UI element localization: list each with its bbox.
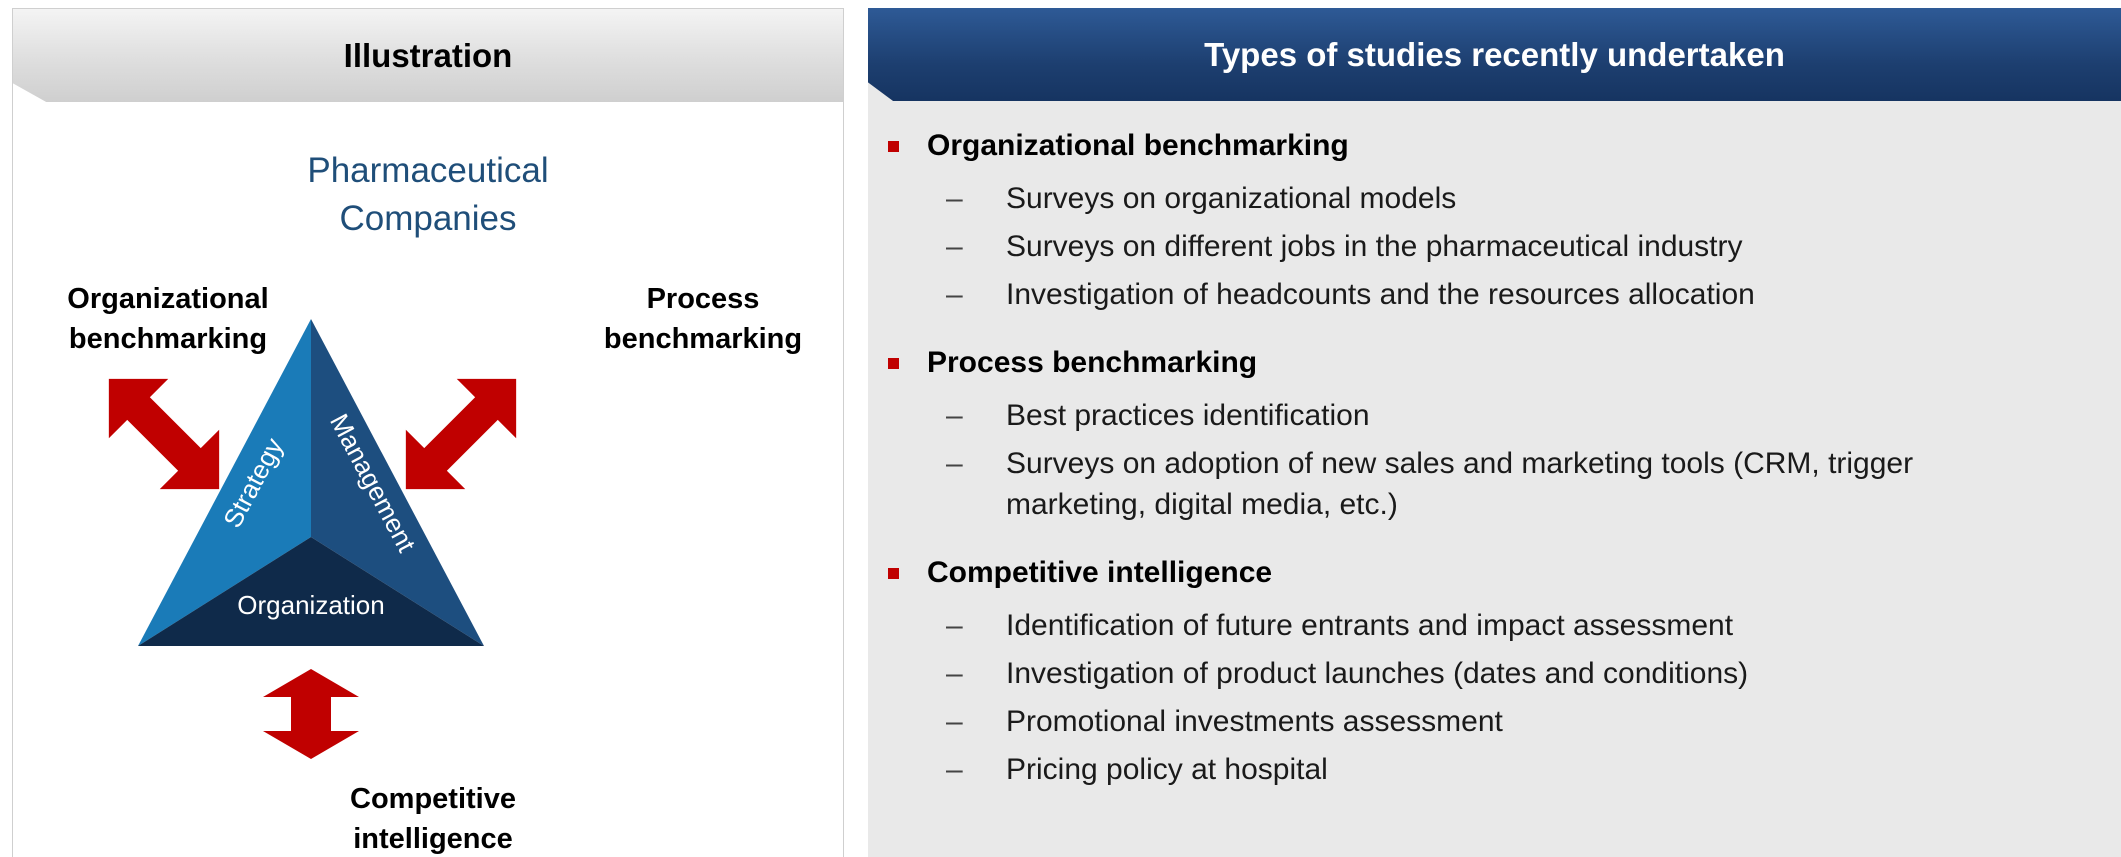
- section-title-text: Process benchmarking: [927, 346, 1258, 379]
- illustration-header: Illustration: [13, 9, 843, 102]
- section-competitive-intelligence: Competitive intelligence – Identificatio…: [888, 547, 2108, 790]
- list-item: – Surveys on different jobs in the pharm…: [888, 226, 2108, 267]
- comp-label-line-2: intelligence: [353, 823, 513, 855]
- dash-bullet-icon: –: [946, 278, 963, 311]
- dash-bullet-icon: –: [946, 399, 963, 432]
- list-item-text: Best practices identification: [1006, 399, 1370, 432]
- dash-bullet-icon: –: [946, 753, 963, 786]
- process-benchmarking-label: Process benchmarking: [588, 279, 818, 359]
- section-title: Process benchmarking: [888, 337, 2108, 389]
- studies-title: Types of studies recently undertaken: [1204, 35, 1785, 73]
- organizational-benchmarking-label: Organizational benchmarking: [53, 279, 283, 359]
- studies-list: Organizational benchmarking – Surveys on…: [888, 120, 2108, 812]
- section-process-benchmarking: Process benchmarking – Best practices id…: [888, 337, 2108, 525]
- list-item-text: Surveys on organizational models: [1006, 182, 1457, 215]
- list-item-text: Pricing policy at hospital: [1006, 753, 1328, 786]
- section-organizational-benchmarking: Organizational benchmarking – Surveys on…: [888, 120, 2108, 315]
- illustration-panel: Illustration Pharmaceutical Companies St…: [12, 8, 844, 857]
- dash-bullet-icon: –: [946, 705, 963, 738]
- list-item: – Promotional investments assessment: [888, 701, 2108, 742]
- org-label-line-1: Organizational: [67, 283, 269, 315]
- square-bullet-icon: [888, 567, 899, 579]
- list-item: – Investigation of headcounts and the re…: [888, 274, 2108, 315]
- triangle-organization-face: [138, 537, 484, 646]
- list-item: – Pricing policy at hospital: [888, 749, 2108, 790]
- section-title-text: Competitive intelligence: [927, 556, 1273, 589]
- dash-bullet-icon: –: [946, 609, 963, 642]
- benchmarking-diagram: Strategy Management Organization: [108, 319, 517, 759]
- company-line-1: Pharmaceutical: [307, 151, 549, 190]
- list-item-text: Investigation of product launches (dates…: [1006, 657, 1749, 690]
- list-item: – Investigation of product launches (dat…: [888, 653, 2108, 694]
- process-double-arrow: [405, 378, 517, 490]
- proc-label-line-1: Process: [646, 283, 760, 315]
- section-title-text: Organizational benchmarking: [927, 129, 1349, 162]
- list-item: – Surveys on adoption of new sales and m…: [888, 443, 2108, 525]
- dash-bullet-icon: –: [946, 447, 963, 480]
- section-title: Organizational benchmarking: [888, 120, 2108, 172]
- list-item-text: Surveys on different jobs in the pharmac…: [1006, 230, 1743, 263]
- organizational-double-arrow: [108, 378, 220, 490]
- list-item-text: Investigation of headcounts and the reso…: [1006, 278, 1755, 311]
- illustration-title: Illustration: [343, 36, 513, 74]
- list-item-text: Surveys on adoption of new sales and mar…: [1006, 447, 1914, 521]
- company-line-2: Companies: [339, 199, 517, 238]
- proc-label-line-2: benchmarking: [603, 323, 803, 355]
- org-label-line-2: benchmarking: [68, 323, 268, 355]
- pharmaceutical-companies-label: Pharmaceutical Companies: [13, 147, 843, 243]
- dash-bullet-icon: –: [946, 182, 963, 215]
- studies-header: Types of studies recently undertaken: [868, 8, 2121, 101]
- dash-bullet-icon: –: [946, 657, 963, 690]
- list-item: – Surveys on organizational models: [888, 178, 2108, 219]
- square-bullet-icon: [888, 357, 899, 369]
- studies-panel: Types of studies recently undertaken Org…: [868, 8, 2121, 857]
- triangle-organization-label: Organization: [237, 590, 384, 620]
- list-item: – Best practices identification: [888, 395, 2108, 436]
- comp-label-line-1: Competitive: [350, 783, 516, 815]
- section-title: Competitive intelligence: [888, 547, 2108, 599]
- competitive-intelligence-label: Competitive intelligence: [303, 779, 563, 857]
- dash-bullet-icon: –: [946, 230, 963, 263]
- list-item-text: Identification of future entrants and im…: [1006, 609, 1734, 642]
- competitive-double-arrow: [263, 669, 359, 759]
- square-bullet-icon: [888, 140, 899, 152]
- list-item: – Identification of future entrants and …: [888, 605, 2108, 646]
- list-item-text: Promotional investments assessment: [1006, 705, 1503, 738]
